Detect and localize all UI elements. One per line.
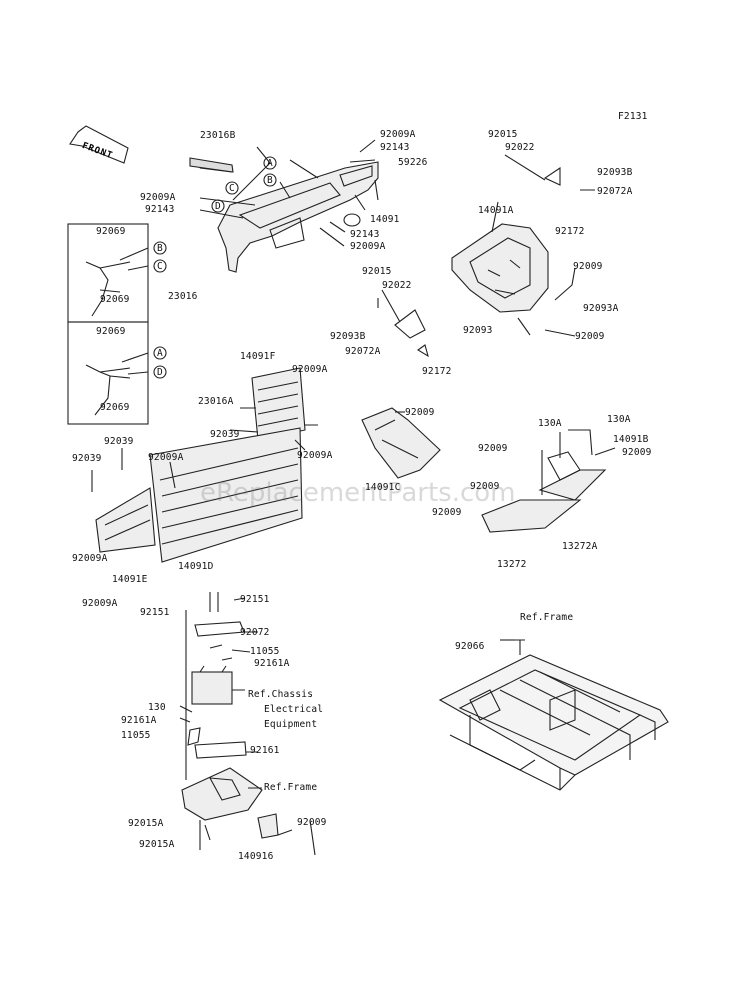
part-label: 92009A: [292, 364, 328, 375]
part-label: 130: [148, 702, 166, 713]
part-label: 92009: [478, 443, 508, 454]
part-label: Ref.Frame: [264, 782, 318, 793]
part-label: 92143: [145, 204, 175, 215]
part-label: 92069: [100, 294, 130, 305]
part-label: 14091E: [112, 574, 148, 585]
figure-code: F2131: [618, 111, 648, 122]
part-label: 14091D: [178, 561, 214, 572]
callout-letter: D: [215, 201, 221, 212]
part-label: 92072: [240, 627, 270, 638]
part-label: 92093A: [583, 303, 619, 314]
part-label: 92161A: [121, 715, 157, 726]
part-label: 92009A: [350, 241, 386, 252]
part-label: 14091F: [240, 351, 276, 362]
callout-letter: C: [229, 183, 235, 194]
part-label: 92066: [455, 641, 485, 652]
part-label: 92143: [380, 142, 410, 153]
part-label: 92172: [422, 366, 452, 377]
front-arrow-icon: [69, 125, 129, 164]
part-label: Electrical: [264, 704, 324, 715]
panel-14091F: [251, 367, 306, 441]
part-label: 92009: [573, 261, 603, 272]
callout-letter: A: [267, 158, 273, 169]
part-label: Ref.Chassis: [248, 689, 314, 700]
part-label: 13272: [497, 559, 527, 570]
part-label: 92069: [96, 326, 126, 337]
part-label: 14091A: [478, 205, 514, 216]
part-label: 130A: [538, 418, 562, 429]
callout-letter: C: [157, 261, 163, 272]
part-label: 14091C: [365, 482, 401, 493]
vehicle-frame: [438, 639, 669, 791]
part-label: 11055: [250, 646, 280, 657]
part-label: 92009A: [148, 452, 184, 463]
part-label: 92009: [622, 447, 652, 458]
part-label: 92009A: [82, 598, 118, 609]
part-label: 92039: [104, 436, 134, 447]
part-label: 92015A: [139, 839, 175, 850]
part-label: 14091: [370, 214, 400, 225]
part-label: 92022: [505, 142, 535, 153]
part-label: 92009A: [297, 450, 333, 461]
part-label: 92151: [140, 607, 170, 618]
part-label: 92009: [575, 331, 605, 342]
callout-letter: B: [157, 243, 163, 254]
part-label: 92009: [432, 507, 462, 518]
part-label: 92009A: [72, 553, 108, 564]
part-label: 92093B: [330, 331, 366, 342]
part-label: 140916: [238, 851, 274, 862]
part-label: 92009A: [140, 192, 176, 203]
part-label: Ref.Frame: [520, 612, 574, 623]
part-label: 92015A: [128, 818, 164, 829]
part-label: 13272A: [562, 541, 598, 552]
part-label: 59226: [398, 157, 428, 168]
part-label: Equipment: [264, 719, 318, 730]
tray-14091A: [451, 223, 549, 313]
part-label: 92069: [100, 402, 130, 413]
part-label: 92093: [463, 325, 493, 336]
part-label: 92039: [210, 429, 240, 440]
main-bracket-14091: [197, 161, 379, 273]
part-label: 92143: [350, 229, 380, 240]
watermark: eReplacementParts.com: [200, 478, 516, 508]
part-label: 92022: [382, 280, 412, 291]
part-label: 92009: [297, 817, 327, 828]
panel-14091D: [95, 427, 303, 563]
part-label: 92072A: [597, 186, 633, 197]
part-label: 92015: [488, 129, 518, 140]
bracket-14091C: [361, 407, 441, 479]
part-label: 11055: [121, 730, 151, 741]
plate-13272: [481, 429, 616, 533]
part-label: 92093B: [597, 167, 633, 178]
part-label: 92009: [405, 407, 435, 418]
callout-letter: D: [157, 367, 163, 378]
part-label: 14091B: [613, 434, 649, 445]
part-label: 23016: [168, 291, 198, 302]
part-label: 92072A: [345, 346, 381, 357]
part-label: 92039: [72, 453, 102, 464]
part-label: 92015: [362, 266, 392, 277]
part-label: 92009A: [380, 129, 416, 140]
battery-stack: [181, 592, 279, 850]
part-label: 23016B: [200, 130, 236, 141]
callout-letter: B: [267, 175, 273, 186]
part-label: 92172: [555, 226, 585, 237]
part-label: 130A: [607, 414, 631, 425]
part-label: 92161A: [254, 658, 290, 669]
part-label: 92151: [240, 594, 270, 605]
part-label: 92009: [470, 481, 500, 492]
callout-letter: A: [157, 348, 163, 359]
part-label: 92161: [250, 745, 280, 756]
part-label: 92069: [96, 226, 126, 237]
part-label: 23016A: [198, 396, 234, 407]
